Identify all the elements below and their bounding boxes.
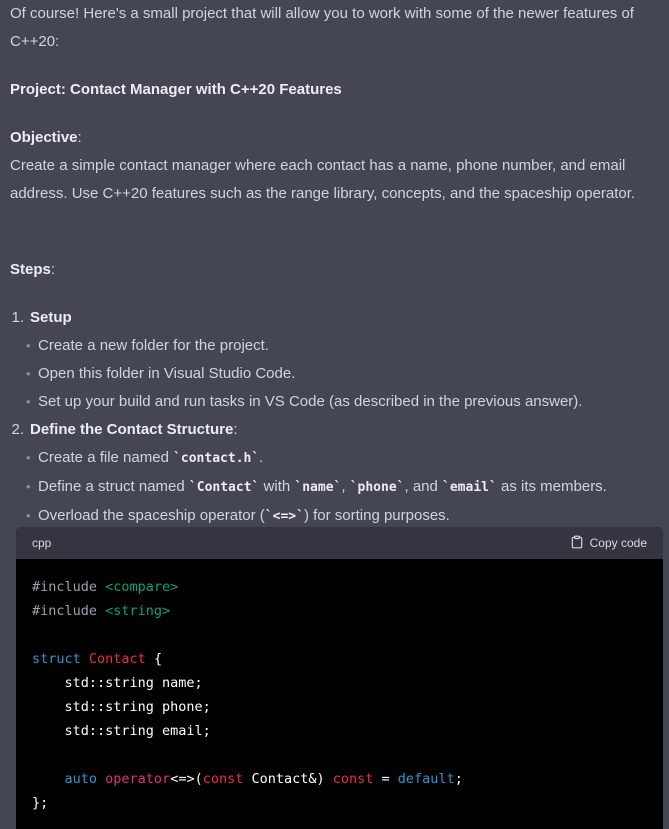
clipboard-icon: [570, 535, 584, 552]
list-item: Create a file named `contact.h`.: [26, 444, 607, 473]
step-1: 1. Setup: [0, 304, 72, 332]
code-token: default: [397, 771, 455, 787]
code-line: #include <compare>: [32, 575, 647, 599]
project-title-text: Project: Contact Manager with C++20 Feat…: [10, 81, 342, 98]
code-token: {: [145, 651, 163, 667]
code-token: =: [373, 771, 398, 787]
bullet-text: Overload the spaceship operator (: [38, 507, 265, 524]
bullet-text: Create a file named: [38, 449, 174, 466]
code-body[interactable]: #include <compare>#include <string>struc…: [16, 559, 663, 829]
code-line: [32, 623, 647, 647]
code-block: cpp Copy code #include <compare>#include…: [16, 527, 663, 829]
code-token: <string>: [105, 603, 171, 619]
code-line: std::string name;: [32, 675, 203, 691]
code-token: const: [202, 771, 244, 787]
code-token: <=>: [170, 771, 195, 787]
list-item: Define a struct named `Contact` with `na…: [26, 473, 607, 502]
code-line: #include <string>: [32, 599, 647, 623]
code-line: struct Contact {: [32, 647, 647, 671]
objective-body: Create a simple contact manager where ea…: [10, 157, 636, 202]
inline-code: `phone`: [349, 480, 405, 495]
step-2-bullets: Create a file named `contact.h`. Define …: [26, 444, 607, 531]
code-token: <compare>: [105, 579, 179, 595]
step-2-colon: :: [233, 421, 238, 438]
inline-code: `Contact`: [188, 480, 260, 495]
code-line: };: [32, 795, 49, 811]
code-token: Contact: [88, 651, 146, 667]
code-language-label: cpp: [32, 536, 52, 550]
step-2: 2. Define the Contact Structure:: [0, 416, 238, 444]
bullet-text: , and: [404, 478, 443, 495]
inline-code: `contact.h`: [173, 451, 260, 466]
objective-heading: Objective:: [10, 124, 82, 152]
bullet-text: Define a struct named: [38, 478, 189, 495]
list-item: Overload the spaceship operator (`<=>`) …: [26, 502, 607, 531]
list-item: Open this folder in Visual Studio Code.: [26, 360, 582, 388]
inline-code: `email`: [442, 480, 497, 495]
step-2-number: 2.: [11, 421, 24, 438]
code-token: [32, 771, 65, 787]
copy-code-button[interactable]: Copy code: [570, 535, 647, 552]
steps-heading: Steps:: [10, 256, 55, 284]
code-block-header: cpp Copy code: [16, 527, 663, 559]
code-token: struct: [32, 651, 89, 667]
list-item: Create a new folder for the project.: [26, 332, 582, 360]
code-line: [32, 743, 647, 767]
step-1-bullets: Create a new folder for the project. Ope…: [26, 332, 582, 416]
step-1-number: 1.: [11, 309, 24, 326]
bullet-text: ,: [341, 478, 350, 495]
inline-code: `name`: [294, 480, 342, 495]
code-token: #include: [32, 579, 106, 595]
bullet-text: .: [259, 449, 264, 466]
list-item: Set up your build and run tasks in VS Co…: [26, 388, 582, 416]
code-token: operator: [105, 771, 171, 787]
objective-title: Objective: [10, 129, 78, 146]
code-token: Contact&): [243, 771, 333, 787]
steps-colon: :: [50, 261, 56, 278]
intro-text: Of course! Here's a small project that w…: [10, 5, 634, 50]
inline-code: `<=>`: [264, 509, 304, 524]
code-token: #include: [32, 603, 106, 619]
code-line: std::string email;: [32, 723, 211, 739]
code-line: auto operator<=>(const Contact&) const =…: [32, 767, 647, 791]
step-2-title: Define the Contact Structure: [30, 421, 234, 438]
code-token: auto: [64, 771, 106, 787]
code-token: (: [194, 771, 203, 787]
step-1-title: Setup: [30, 309, 72, 326]
copy-code-label: Copy code: [589, 536, 647, 550]
project-title: Project: Contact Manager with C++20 Feat…: [10, 76, 342, 104]
steps-title: Steps: [10, 261, 51, 278]
code-line: std::string phone;: [32, 699, 211, 715]
bullet-text: ) for sorting purposes.: [303, 507, 450, 524]
code-token: ;: [454, 771, 463, 787]
code-token: const: [332, 771, 374, 787]
bullet-text: as its members.: [496, 478, 607, 495]
objective-colon: :: [77, 129, 82, 146]
bullet-text: with: [259, 478, 295, 495]
